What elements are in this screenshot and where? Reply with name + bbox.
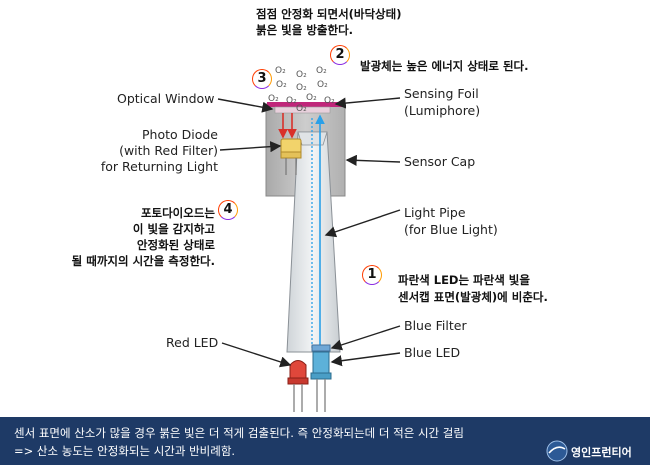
- sensing-foil: [267, 102, 344, 107]
- step-4-badge: 4: [218, 200, 238, 220]
- top-text-line1: 점점 안정화 되면서(바닥상태): [256, 7, 402, 21]
- step-4-line3: 안정화된 상태로: [136, 238, 215, 252]
- red-led: [287, 360, 309, 412]
- arrow-sensor-cap: [345, 154, 401, 166]
- oxygen-molecule: O₂: [296, 70, 307, 80]
- blue-filter: [311, 344, 331, 352]
- oxygen-molecule: O₂: [317, 80, 328, 90]
- label-sensing-foil-2: (Lumiphore): [404, 103, 481, 118]
- oxygen-molecule: O₂: [268, 94, 279, 104]
- step-4-line4: 될 때까지의 시간을 측정한다.: [71, 254, 215, 268]
- label-light-pipe-1: Light Pipe: [404, 205, 466, 220]
- label-optical-window: Optical Window: [117, 91, 215, 106]
- summary-line1: 센서 표면에 산소가 많을 경우 붉은 빛은 더 적게 검출된다. 즉 안정화되…: [14, 426, 464, 440]
- step-2-text: 발광체는 높은 에너지 상태로 된다.: [360, 59, 529, 73]
- label-photo-diode-3: for Returning Light: [100, 159, 218, 174]
- company-logo-icon: [546, 440, 568, 462]
- company-logo-text: 영인프런티어: [571, 446, 632, 459]
- step-1-line2: 센서캡 표면(발광체)에 비춘다.: [398, 290, 548, 304]
- label-blue-led: Blue LED: [404, 345, 461, 360]
- label-sensing-foil-1: Sensing Foil: [404, 86, 479, 101]
- label-sensor-cap: Sensor Cap: [404, 154, 476, 169]
- step-1-line1: 파란색 LED는 파란색 빛을: [398, 273, 530, 287]
- arrow-photo-diode: [219, 141, 282, 153]
- arrow-red-led: [221, 342, 292, 368]
- oxygen-molecule: O₂: [275, 66, 286, 76]
- label-photo-diode-1: Photo Diode: [141, 127, 218, 142]
- arrow-blue-filter: [330, 325, 401, 351]
- oxygen-molecule: O₂: [276, 80, 287, 90]
- oxygen-molecule: O₂: [296, 104, 307, 114]
- step-1-badge: 1: [362, 265, 382, 285]
- step-2-badge: 2: [330, 45, 350, 65]
- oxygen-molecule: O₂: [306, 93, 317, 103]
- arrow-optical-window: [217, 98, 274, 113]
- summary-bar: 센서 표면에 산소가 많을 경우 붉은 빛은 더 적게 검출된다. 즉 안정화되…: [0, 417, 650, 465]
- oxygen-molecule: O₂: [324, 96, 335, 106]
- label-blue-filter: Blue Filter: [404, 318, 467, 333]
- arrow-blue-led: [330, 352, 401, 367]
- label-photo-diode-2: (with Red Filter): [119, 143, 218, 158]
- blue-led: [310, 351, 332, 412]
- oxygen-molecule: O₂: [286, 96, 297, 106]
- step-4-line1: 포토다이오드는: [140, 206, 215, 220]
- label-red-led: Red LED: [166, 335, 219, 350]
- summary-line2: => 산소 농도는 안정화되는 시간과 반비례함.: [14, 444, 236, 458]
- step-3-badge: 3: [252, 69, 272, 89]
- arrow-sensing-foil: [334, 97, 401, 109]
- optical-window: [274, 106, 331, 114]
- top-text-line2: 붉은 빛을 방출한다.: [256, 23, 354, 37]
- step-4-line2: 이 빛을 감지하고: [132, 222, 215, 236]
- label-light-pipe-2: (for Blue Light): [404, 222, 498, 237]
- oxygen-molecule: O₂: [296, 83, 307, 93]
- oxygen-molecule: O₂: [316, 66, 327, 76]
- arrow-light-pipe: [324, 209, 401, 238]
